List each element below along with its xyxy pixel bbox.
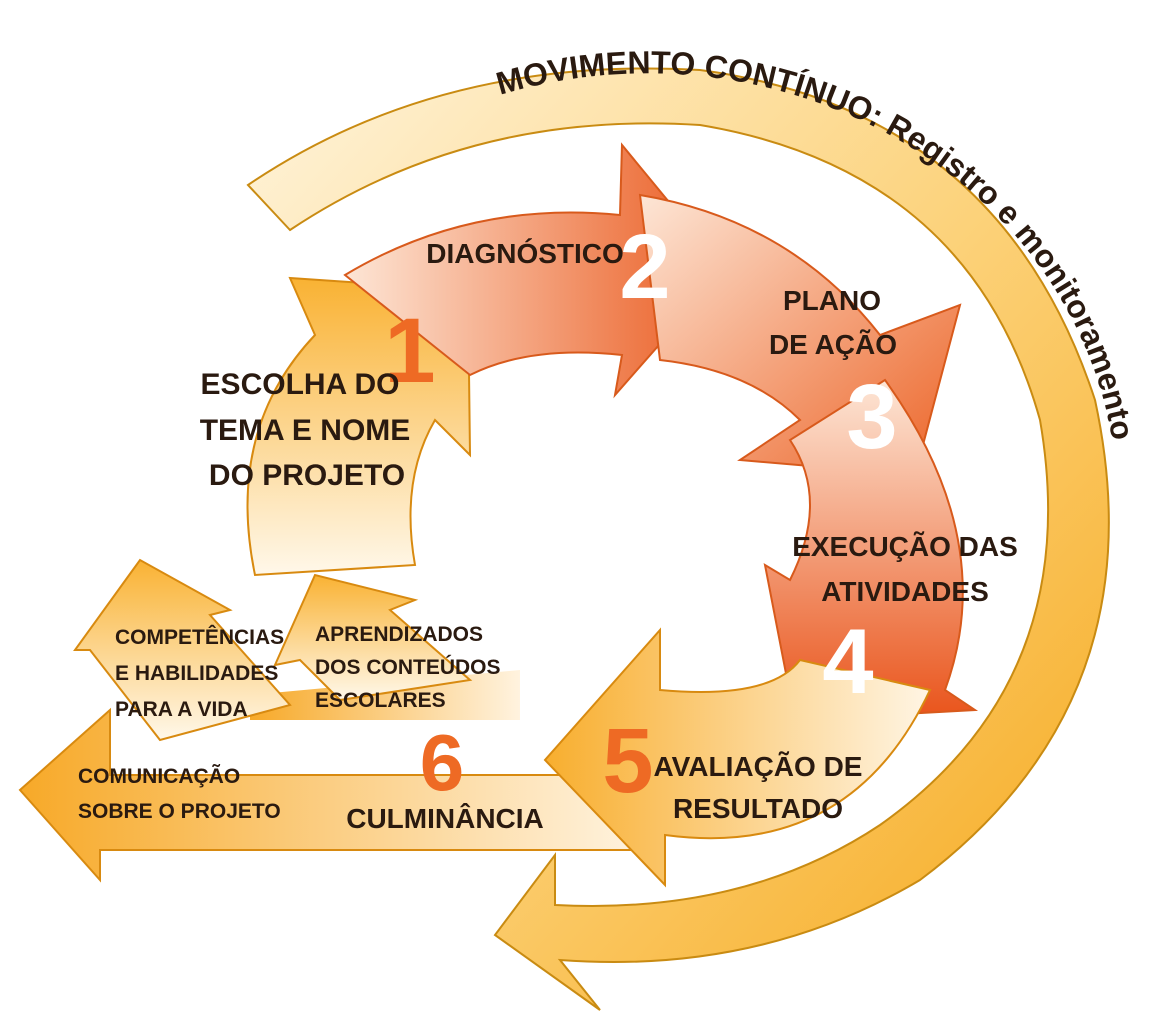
svg-text:COMPETÊNCIAS: COMPETÊNCIAS (115, 625, 284, 649)
step-6-label: CULMINÂNCIA (346, 803, 544, 834)
svg-text:E HABILIDADES: E HABILIDADES (115, 662, 278, 685)
step-1-number: 1 (384, 300, 435, 402)
step-3-number: 3 (846, 366, 897, 468)
outcome-arrow-competencias (73, 558, 292, 742)
step-2-arrow (343, 142, 727, 399)
step-5-arrow (543, 627, 932, 888)
svg-text:COMUNICAÇÃO: COMUNICAÇÃO (78, 765, 240, 788)
svg-text:ESCOLARES: ESCOLARES (315, 689, 446, 712)
step-6-number: 6 (420, 718, 465, 807)
step-2-label: DIAGNÓSTICO (426, 238, 624, 269)
step-3-label: PLANO DE AÇÃO (769, 285, 897, 360)
svg-text:CULMINÂNCIA: CULMINÂNCIA (346, 803, 544, 834)
svg-text:DIAGNÓSTICO: DIAGNÓSTICO (426, 238, 624, 269)
step-4-arrow (763, 378, 979, 722)
svg-text:DO PROJETO: DO PROJETO (209, 459, 405, 492)
svg-text:PLANO: PLANO (783, 285, 881, 316)
step-4-number: 4 (822, 611, 873, 713)
outcome-label-comunicacao: COMUNICAÇÃO SOBRE O PROJETO (78, 765, 281, 823)
svg-text:TEMA E NOME: TEMA E NOME (200, 414, 411, 447)
svg-text:AVALIAÇÃO DE: AVALIAÇÃO DE (654, 751, 863, 782)
step-2-number: 2 (619, 216, 670, 318)
svg-text:APRENDIZADOS: APRENDIZADOS (315, 623, 483, 646)
svg-text:EXECUÇÃO DAS: EXECUÇÃO DAS (792, 531, 1018, 562)
step-1-arrow (246, 276, 472, 577)
svg-text:ESCOLHA DO: ESCOLHA DO (201, 368, 400, 401)
step-5-label: AVALIAÇÃO DE RESULTADO (654, 751, 863, 824)
step-4-label: EXECUÇÃO DAS ATIVIDADES (792, 531, 1018, 607)
svg-text:DE AÇÃO: DE AÇÃO (769, 329, 897, 360)
step-5-number: 5 (602, 710, 653, 812)
svg-text:ATIVIDADES: ATIVIDADES (821, 576, 989, 607)
svg-text:RESULTADO: RESULTADO (673, 793, 843, 824)
outcome-label-competencias: COMPETÊNCIAS E HABILIDADES PARA A VIDA (115, 625, 284, 721)
svg-text:SOBRE O PROJETO: SOBRE O PROJETO (78, 800, 281, 823)
svg-text:DOS CONTEÚDOS: DOS CONTEÚDOS (315, 655, 501, 679)
outcome-arrow-aprendizados (273, 573, 473, 702)
step-1-label: ESCOLHA DO TEMA E NOME DO PROJETO (200, 368, 411, 492)
outcome-label-aprendizados: APRENDIZADOS DOS CONTEÚDOS ESCOLARES (315, 623, 501, 712)
svg-text:PARA A VIDA: PARA A VIDA (115, 698, 248, 721)
